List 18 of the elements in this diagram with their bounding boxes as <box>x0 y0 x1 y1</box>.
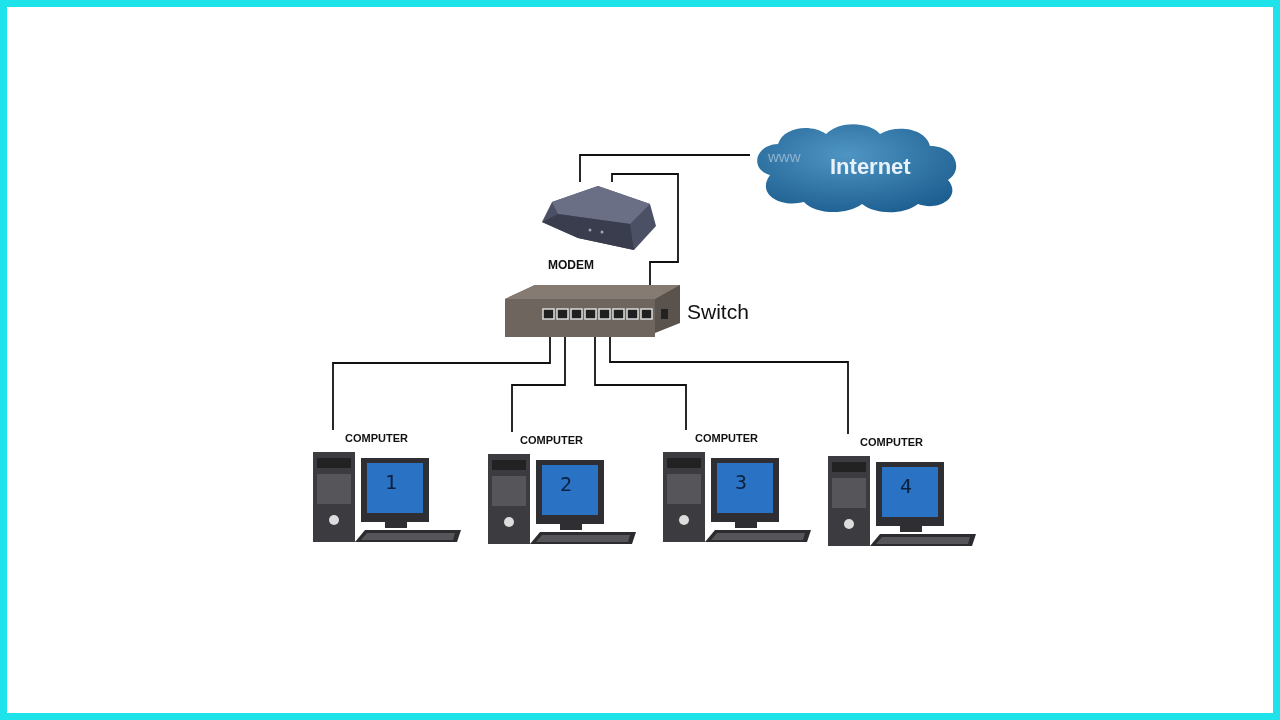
computer-label: COMPUTER <box>520 434 583 446</box>
screen-number: 2 <box>560 472 573 496</box>
modem-label: MODEM <box>548 258 594 272</box>
internet-label: Internet <box>830 154 911 180</box>
network-cable <box>579 154 751 183</box>
screen-number: 4 <box>900 474 913 498</box>
computer-label: COMPUTER <box>695 432 758 444</box>
network-cable <box>511 336 566 433</box>
cloud-prefix-text: www <box>768 148 801 165</box>
screen-number: 1 <box>385 470 398 494</box>
network-cable <box>332 336 551 431</box>
network-cable <box>594 336 687 431</box>
computer-label: COMPUTER <box>345 432 408 444</box>
network-cable <box>611 173 679 286</box>
screen-number: 3 <box>735 470 748 494</box>
network-cable <box>609 336 849 435</box>
computer-label: COMPUTER <box>860 436 923 448</box>
switch-label: Switch <box>687 300 749 324</box>
